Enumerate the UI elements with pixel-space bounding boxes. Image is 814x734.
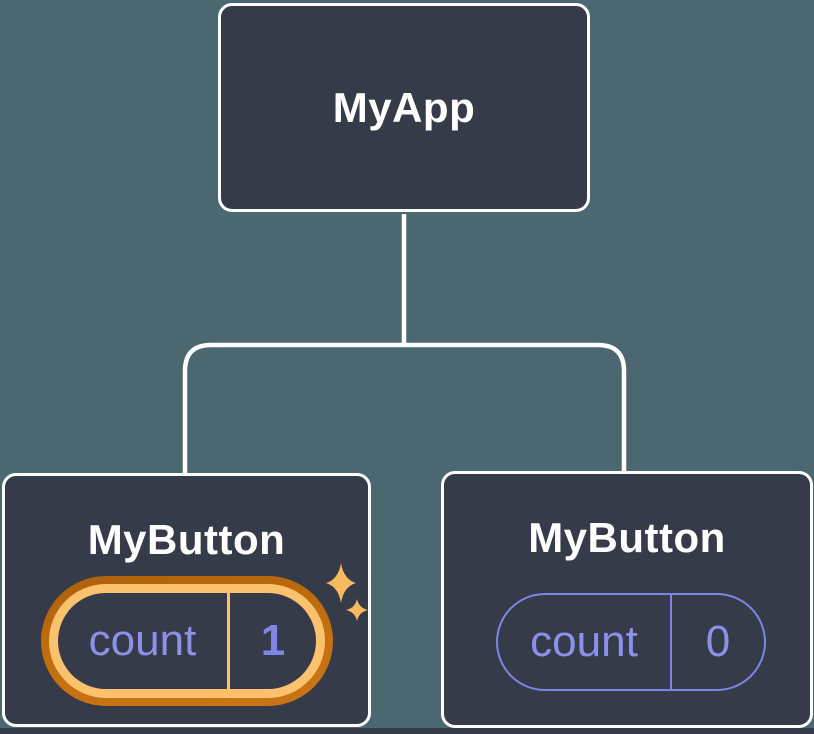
child-node-left-label: MyButton	[87, 516, 286, 563]
pill-divider	[227, 593, 230, 689]
state-key-label: count	[530, 617, 638, 666]
root-node-label: MyApp	[332, 83, 476, 131]
child-node-right-label: MyButton	[528, 514, 726, 561]
state-pill-highlight-ring: count 1	[49, 584, 325, 698]
child-node-left: MyButton count 1	[2, 473, 371, 727]
sparkles-icon	[326, 563, 368, 621]
state-pill-body: count 1	[58, 593, 316, 689]
bottom-crop-bar	[0, 728, 814, 734]
state-value: 1	[260, 616, 286, 665]
state-pill-highlighted: count 1	[41, 576, 333, 706]
state-key-label: count	[88, 616, 197, 665]
state-pill-plain: count 0	[496, 593, 766, 691]
root-node: MyApp	[218, 3, 590, 212]
state-value: 0	[705, 617, 731, 666]
pill-divider	[670, 595, 672, 689]
child-node-right: MyButton count 0	[441, 471, 813, 728]
